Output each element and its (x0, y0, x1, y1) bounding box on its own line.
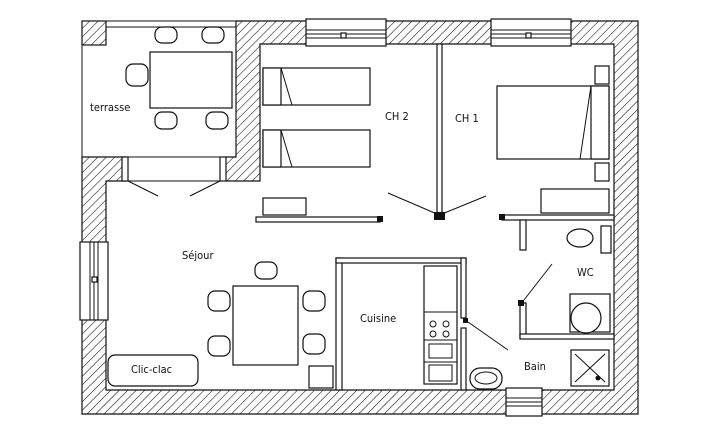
interior-walls (255, 43, 615, 391)
terrace (81, 20, 237, 158)
sofa-bed (107, 354, 199, 387)
window-ch2 (305, 18, 387, 47)
cuisine-label: Cuisine (360, 312, 396, 325)
clic-clac-label: Clic-clac (131, 363, 172, 376)
kitchen-units (423, 265, 458, 385)
ch1-bed (496, 65, 610, 214)
sejour-label: Séjour (182, 249, 214, 262)
terrace-label: terrasse (90, 101, 130, 114)
sejour-furniture (107, 261, 334, 389)
ch2-label: CH 2 (385, 110, 409, 123)
door-swings (387, 192, 553, 351)
window-sejour (79, 241, 109, 321)
bathroom-fixtures (469, 349, 610, 390)
wc-fixtures (566, 225, 612, 334)
window-bain (505, 387, 543, 417)
window-ch1 (490, 18, 572, 47)
dining-table (232, 285, 299, 366)
bain-label: Bain (524, 360, 546, 373)
wc-label: WC (577, 266, 594, 279)
ch1-label: CH 1 (455, 112, 479, 125)
terrace-table (149, 51, 233, 109)
ch2-beds (262, 67, 371, 216)
